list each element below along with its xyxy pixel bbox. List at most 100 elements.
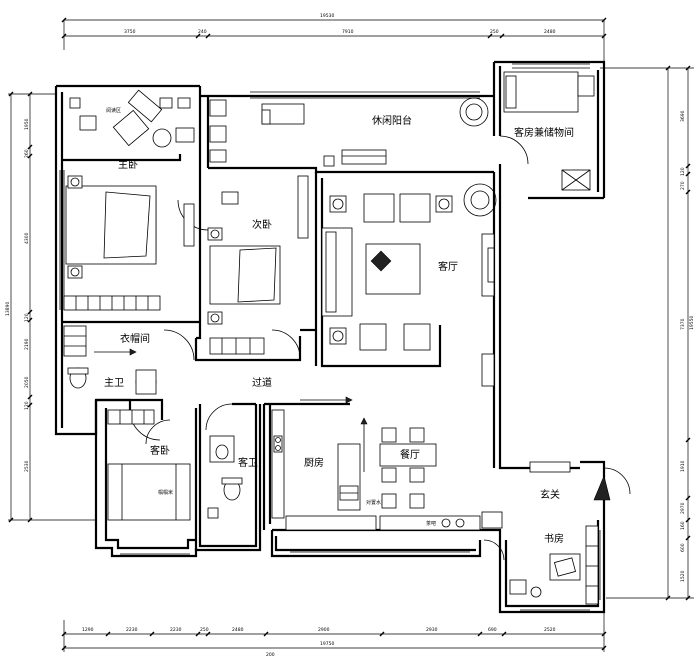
- master-tv: [183, 203, 195, 247]
- dining-chair-3: [381, 467, 397, 483]
- lounge-chair: [127, 89, 163, 123]
- coffee-table: [365, 243, 421, 295]
- shoe-cabinet: [529, 461, 571, 473]
- dining-chair-4: [409, 467, 425, 483]
- dim-right-seg-6: 2970: [680, 502, 686, 514]
- dim-right-seg-9: 1520: [680, 570, 686, 582]
- dim-bottom-seg-3: 2230: [170, 627, 182, 633]
- dim-right-seg-2: 120: [680, 167, 686, 176]
- living-room: 客厅: [321, 193, 495, 387]
- dim-bottom-seg-1: 1290: [82, 627, 94, 633]
- bed-rug: [65, 185, 157, 265]
- tea-bar-label: 茶吧: [426, 520, 436, 527]
- dining-chair-2: [409, 427, 425, 443]
- study-chair: [554, 557, 576, 577]
- nightstand-2: [67, 265, 83, 279]
- dim-left-seg-1: 1950: [24, 118, 30, 130]
- armchair-bottom-2: [403, 323, 431, 351]
- bed-cover: [103, 191, 151, 259]
- reading-chair: [79, 115, 97, 131]
- balcony-cabinet: [209, 99, 227, 117]
- room-kitchen: 厨房: [304, 456, 324, 469]
- room-foyer: 玄关: [540, 488, 560, 501]
- room-dining-room: 餐厅: [400, 448, 420, 461]
- room-living-room: 客厅: [438, 260, 458, 273]
- dim-top-seg-2: 240: [198, 29, 207, 35]
- dim-left-seg-6: 2050: [24, 376, 30, 388]
- room-second-bedroom: 次卧: [252, 218, 272, 231]
- tv: [487, 247, 495, 283]
- balcony-piano: [341, 149, 387, 165]
- dim-top-seg-1: 3750: [124, 29, 136, 35]
- walk-in-closet: 衣帽间: [63, 295, 161, 357]
- second-nightstand-2: [207, 311, 223, 325]
- dining-table: [379, 443, 437, 467]
- dim-bottom-seg-8: 690: [488, 627, 497, 633]
- kitchen: 厨房 对置水盆: [271, 396, 386, 531]
- dim-right-seg-8: 600: [680, 543, 686, 552]
- nightstand-1: [67, 175, 83, 189]
- side-table: [152, 128, 172, 148]
- bottom-dimensions: 1290 2230 2230 250 2480 2900 2930 690 25…: [61, 612, 607, 658]
- corner-cabinet: [69, 97, 81, 109]
- study-stool: [509, 579, 527, 595]
- master-bedroom: 阅读区 主卧: [65, 89, 195, 279]
- kitchen-counter-left: [271, 409, 285, 519]
- right-dimensions: 19550 3690 120 270 7370 1910 2970 160 60…: [600, 65, 695, 601]
- stool-1: [159, 97, 173, 109]
- dim-left-seg-5: 2190: [24, 338, 30, 350]
- storage-cabinet: [577, 75, 595, 97]
- dim-bottom-seg-6: 2900: [318, 627, 330, 633]
- doors: [129, 135, 631, 561]
- dim-bottom-seg-7: 2930: [426, 627, 438, 633]
- windows: [59, 63, 601, 611]
- plant-icon: [459, 97, 489, 127]
- dim-right-seg-1: 3690: [680, 110, 686, 122]
- guest-tatami: [107, 463, 191, 521]
- dim-left-seg-2: 260: [24, 149, 30, 158]
- dining-room: 茶吧 餐厅: [360, 417, 481, 531]
- entry-arrow-icon: [593, 475, 611, 501]
- dim-left-total: 13890: [5, 302, 11, 316]
- dim-right-total: 19550: [689, 316, 695, 330]
- dim-top-seg-4: 250: [490, 29, 499, 35]
- left-dimensions: 13890 1950 260 4300 120 2190 2050 120 25…: [5, 91, 96, 523]
- armchair-top-1: [363, 193, 395, 223]
- dim-bottom-seg-5: 2480: [232, 627, 244, 633]
- armchair: [112, 109, 150, 147]
- top-dimensions: 19530 3750 240 7910 250 2480: [61, 13, 607, 62]
- dim-left-seg-4: 120: [24, 313, 30, 322]
- second-wardrobe: [209, 337, 265, 355]
- coffee-table-decor: [370, 250, 392, 272]
- room-master-bath: 主卫: [104, 377, 124, 389]
- display-cabinet: [481, 353, 495, 387]
- dim-left-seg-7: 120: [24, 401, 30, 410]
- dim-right-seg-3: 270: [680, 181, 686, 190]
- room-walk-in-closet: 衣帽间: [120, 332, 150, 345]
- dim-right-seg-7: 160: [680, 521, 686, 530]
- plants: [459, 97, 497, 217]
- foyer-bench: [481, 511, 503, 529]
- armchair-top-2: [399, 193, 431, 223]
- foyer: 玄关: [481, 461, 611, 529]
- tatami-label: 榻榻米: [158, 489, 173, 496]
- second-nightstand-1: [207, 227, 223, 241]
- study: 书房: [509, 525, 599, 605]
- plant-icon: [463, 183, 497, 217]
- room-guest-bedroom: 客卧: [150, 444, 170, 457]
- study-bookshelf: [585, 525, 599, 605]
- closet-row-2: [63, 325, 87, 357]
- dining-chair-6: [409, 493, 425, 509]
- room-leisure-balcony: 休闲阳台: [372, 114, 412, 127]
- dim-top-seg-3: 7910: [342, 29, 354, 35]
- dining-chair-5: [381, 493, 397, 509]
- guest-room-storage: 客房兼储物间: [503, 71, 595, 191]
- second-bed: [209, 245, 281, 305]
- second-desk: [297, 175, 309, 239]
- dim-top-total: 19530: [320, 13, 334, 19]
- armchair-2: [175, 127, 195, 143]
- armchair-bottom-1: [359, 323, 387, 351]
- room-guest-bath: 客卫: [238, 456, 258, 469]
- tea-bar: [379, 515, 481, 531]
